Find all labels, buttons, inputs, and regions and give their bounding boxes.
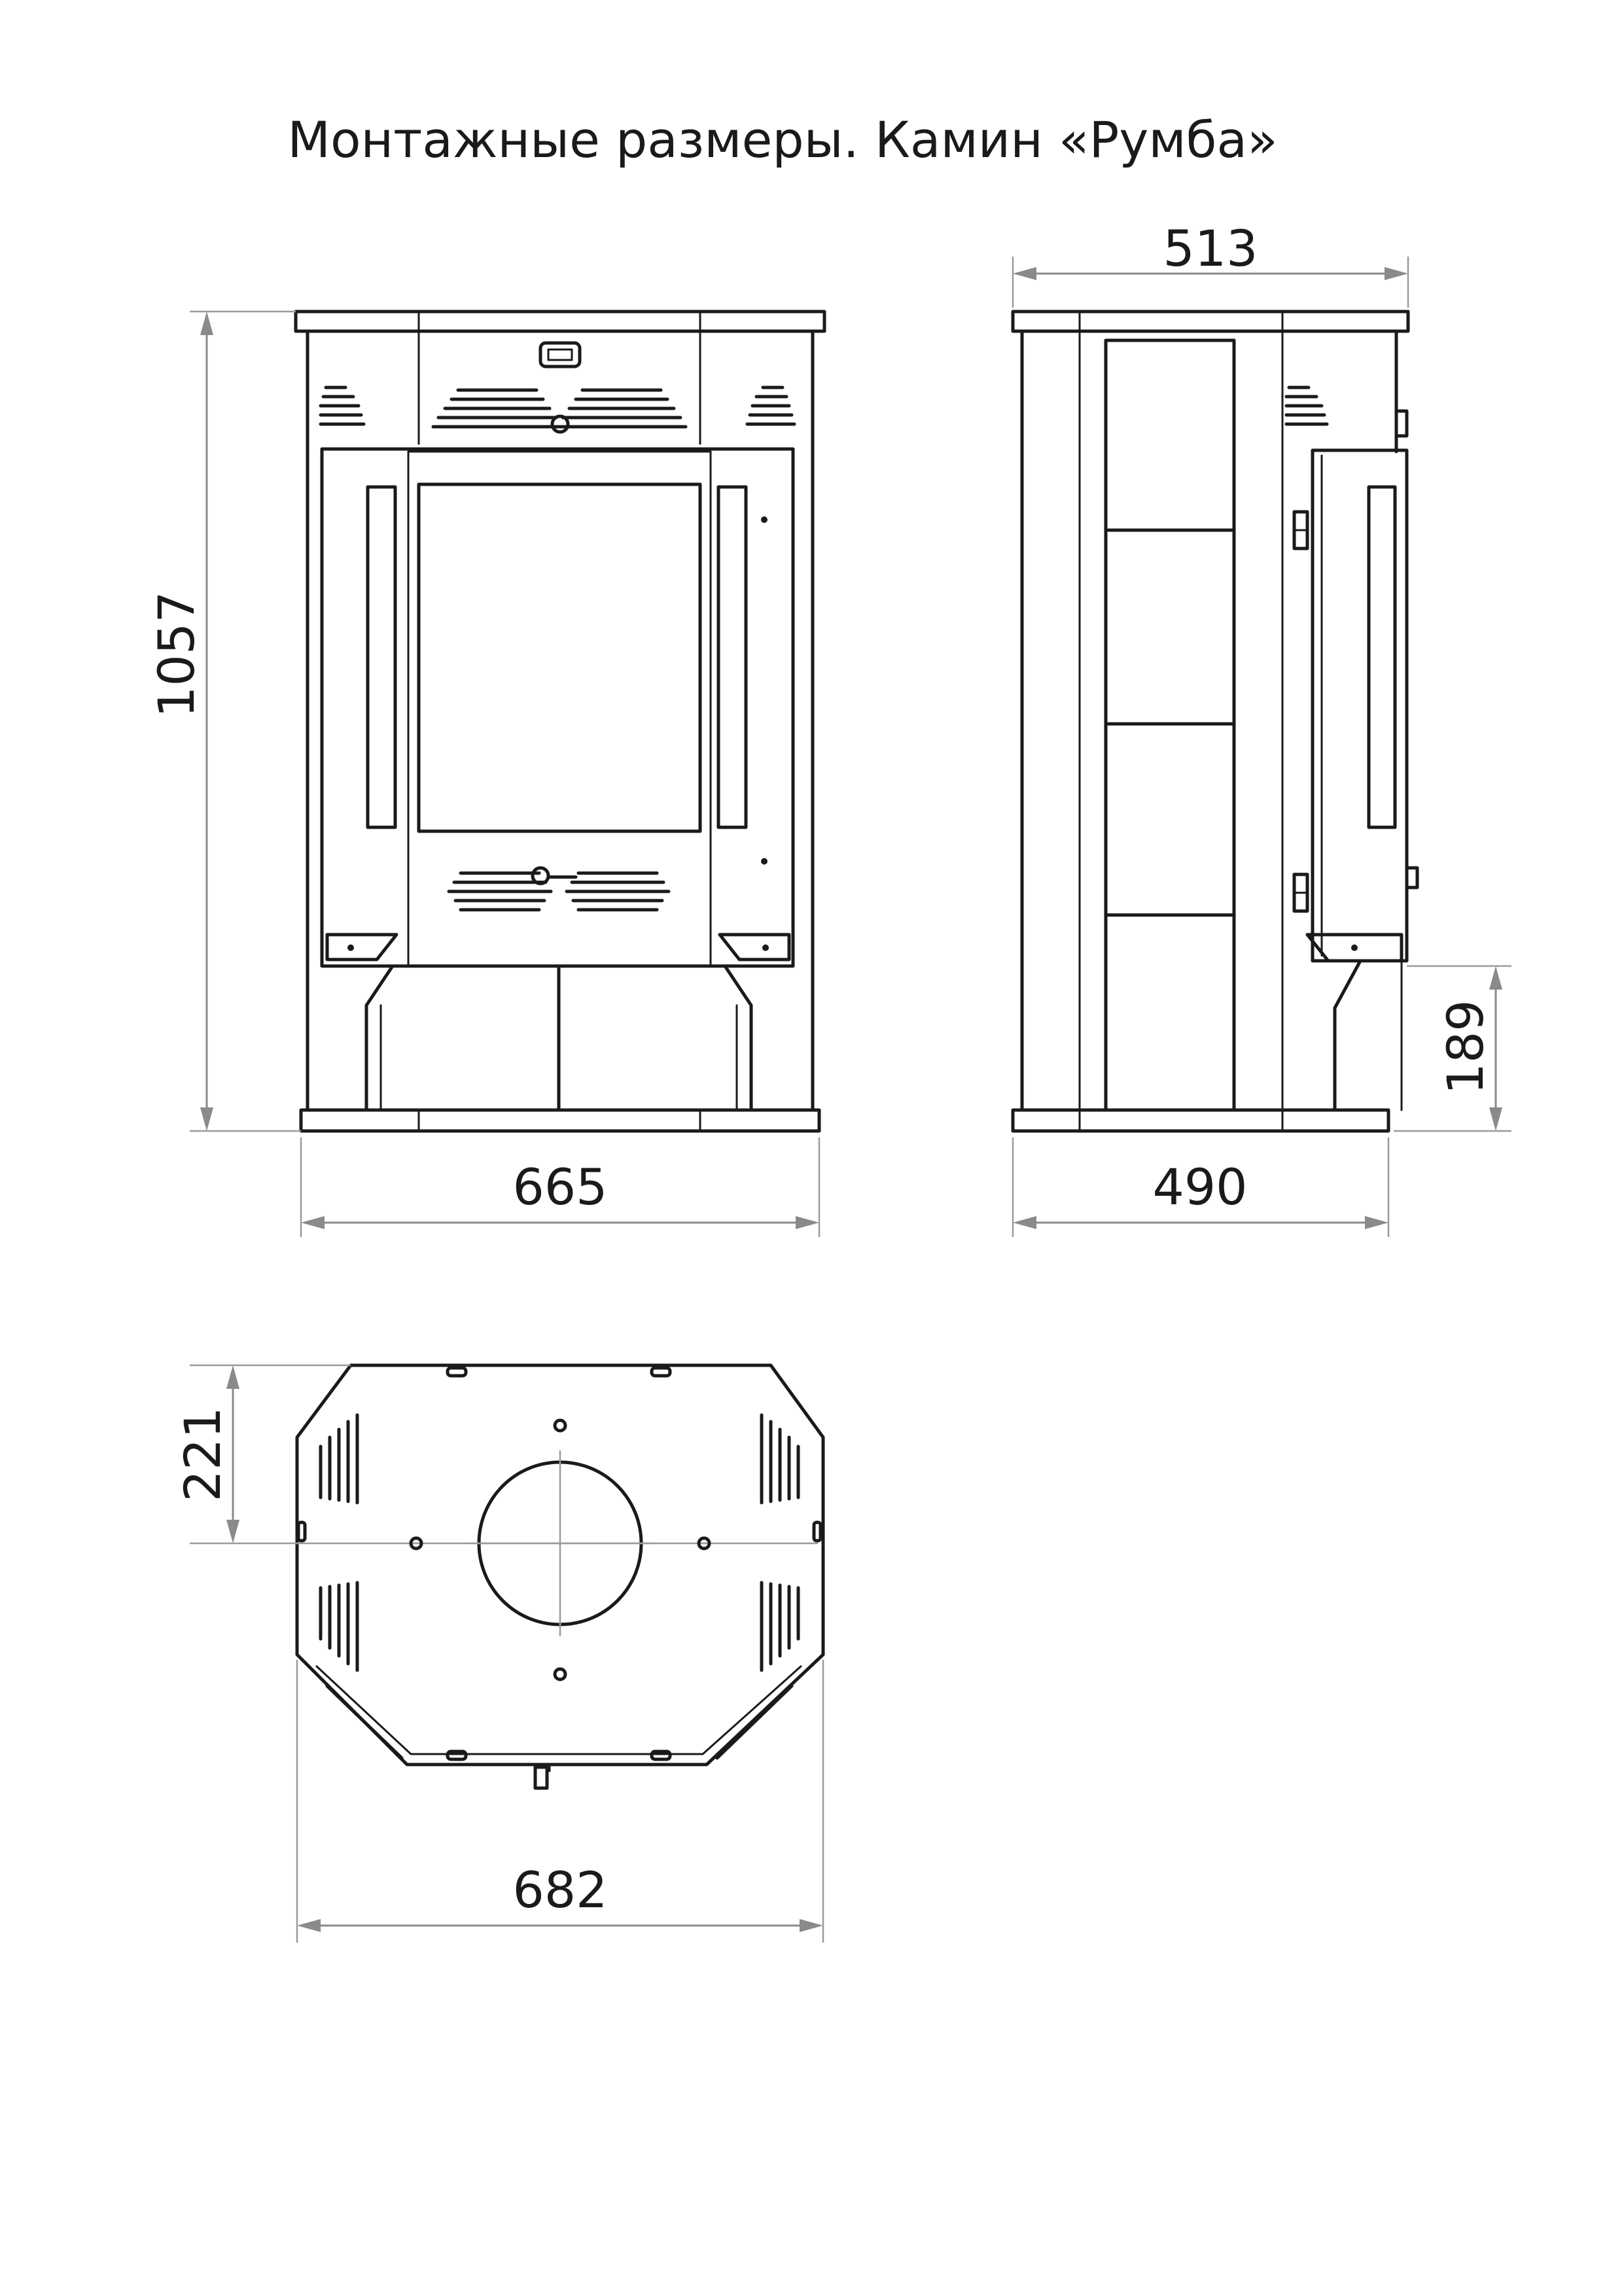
front-width-dimension: 665	[300, 1138, 821, 1237]
drawing-title: Монтажные размеры. Камин «Румба»	[287, 111, 1277, 169]
front-view	[294, 310, 826, 1133]
front-width-label: 665	[512, 1158, 607, 1216]
side-view	[1011, 310, 1419, 1133]
top-view	[295, 1363, 825, 1790]
top-flue-offset-dimension: 221	[173, 1364, 351, 1545]
side-ash-height-label: 189	[1436, 999, 1494, 1094]
front-height-label: 1057	[147, 591, 205, 717]
side-ash-height-dimension: 189	[1394, 965, 1511, 1132]
top-flue-offset-label: 221	[173, 1407, 232, 1501]
top-width-label: 682	[512, 1861, 607, 1919]
side-base-depth-label: 490	[1152, 1158, 1247, 1216]
front-height-dimension: 1057	[147, 310, 301, 1132]
side-top-depth-dimension: 513	[1012, 219, 1409, 308]
top-width-dimension: 682	[296, 1660, 824, 1943]
side-base-depth-dimension: 490	[1012, 1138, 1390, 1237]
side-top-depth-label: 513	[1163, 219, 1258, 278]
